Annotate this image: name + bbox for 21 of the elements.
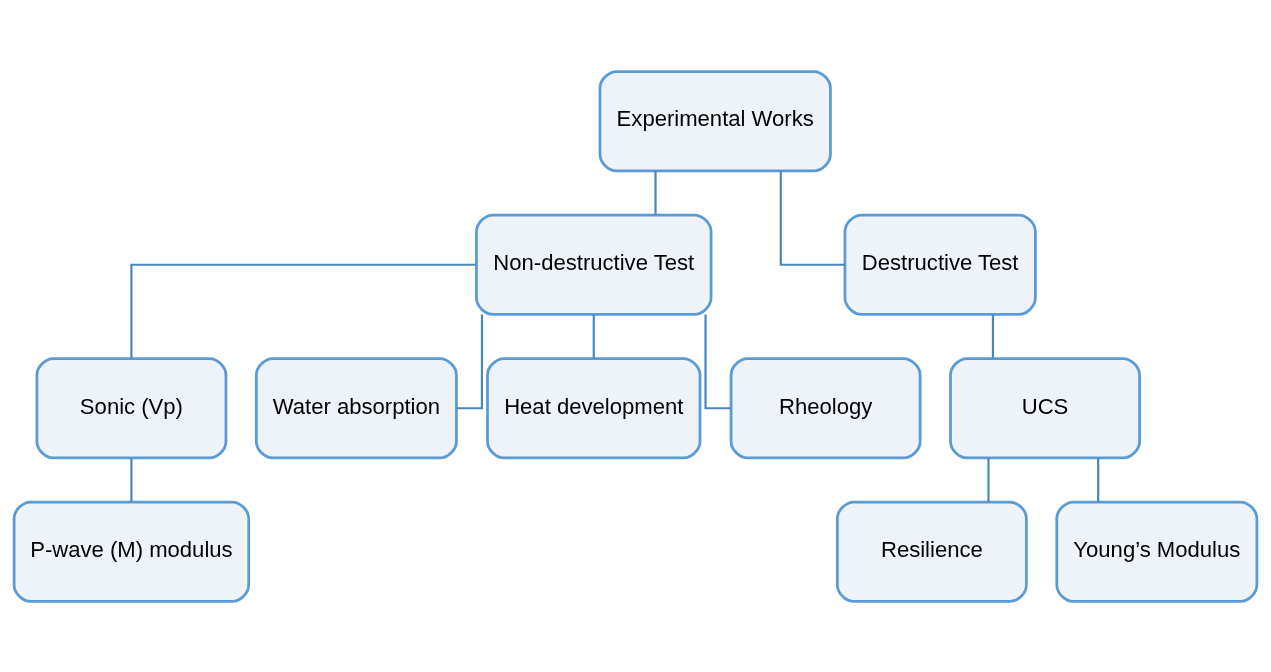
node-box: Young’s Modulus xyxy=(1055,500,1259,603)
connector xyxy=(592,314,595,359)
connector xyxy=(987,457,990,502)
node-box: Heat development xyxy=(486,356,702,459)
node-box: P-wave (M) modulus xyxy=(12,500,251,603)
connector xyxy=(130,457,133,502)
node-box: Water absorption xyxy=(254,356,458,459)
connector xyxy=(779,170,845,266)
node-box: Non-destructive Test xyxy=(475,213,713,316)
node-box: Experimental Works xyxy=(598,69,832,172)
connector xyxy=(130,263,476,358)
connector xyxy=(654,170,657,215)
connector xyxy=(456,314,484,409)
node-box: Rheology xyxy=(729,356,922,459)
node-box: Resilience xyxy=(835,500,1028,603)
node-box: Destructive Test xyxy=(843,213,1037,316)
connector xyxy=(1097,457,1100,502)
node-box: Sonic (Vp) xyxy=(35,356,228,459)
node-box: UCS xyxy=(949,356,1141,459)
connector xyxy=(991,314,995,359)
connector xyxy=(704,314,731,409)
